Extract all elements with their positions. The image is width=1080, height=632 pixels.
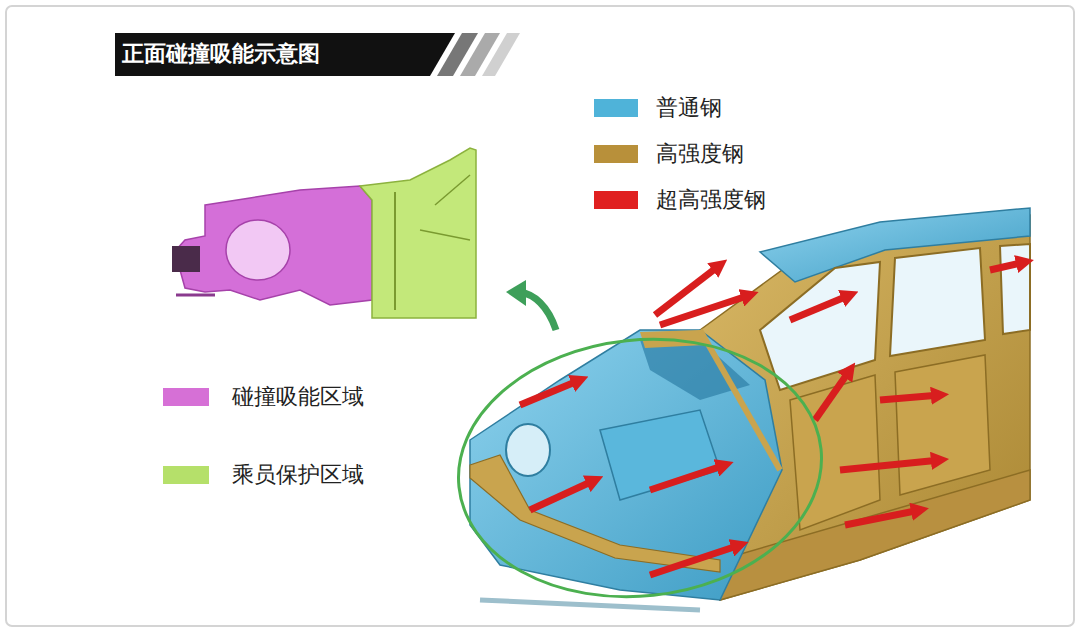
legend-label: 普通钢 xyxy=(656,94,722,123)
legend-label: 超高强度钢 xyxy=(656,186,766,215)
legend-label: 高强度钢 xyxy=(656,140,744,169)
legend-swatch xyxy=(594,99,638,117)
title-banner xyxy=(115,33,520,76)
title-text: 正面碰撞吸能示意图 xyxy=(122,41,320,67)
side-view xyxy=(172,148,476,318)
car-body xyxy=(446,208,1030,614)
frame xyxy=(6,6,1074,626)
pointer-arrow xyxy=(506,280,556,330)
legend-swatch xyxy=(594,145,638,163)
legend-label: 碰撞吸能区域 xyxy=(232,383,364,412)
legend-swatch xyxy=(163,466,209,484)
legend-label: 乘员保护区域 xyxy=(232,461,364,490)
legend-swatch xyxy=(594,191,638,209)
legend-swatch xyxy=(163,388,209,406)
